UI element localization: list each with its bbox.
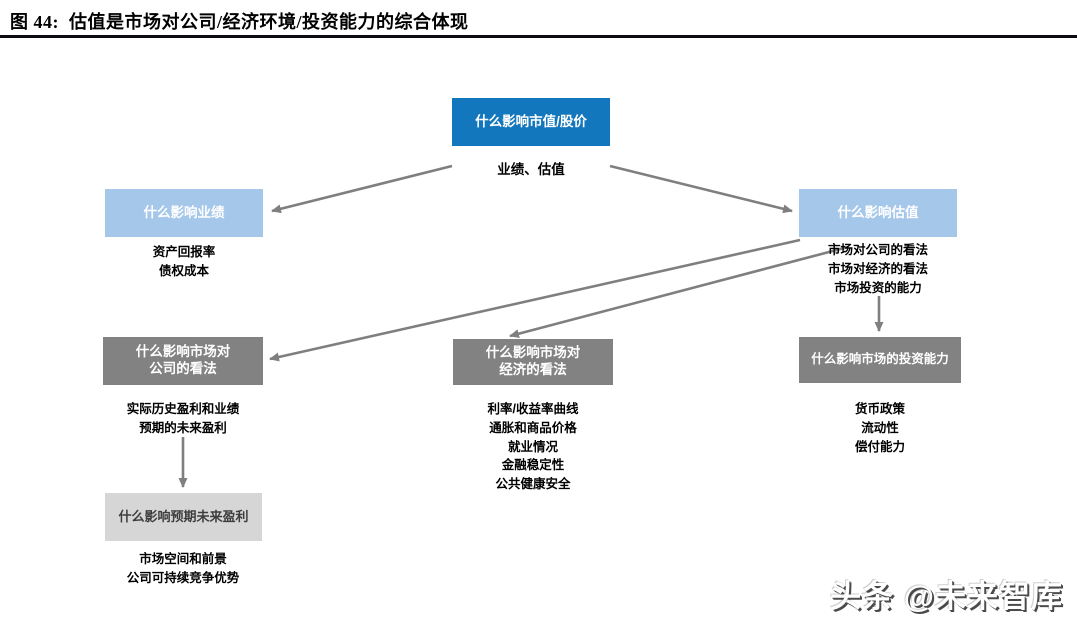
company-view-notes: 实际历史盈利和业绩 预期的未来盈利 bbox=[83, 400, 283, 438]
note-line: 利率/收益率曲线 bbox=[487, 402, 579, 416]
node-root-label: 什么影响市值/股价 bbox=[475, 113, 587, 129]
watermark-text: 头条 @未来智库 bbox=[830, 579, 1063, 614]
node-valuation-label: 什么影响估值 bbox=[837, 204, 919, 220]
note-line: 公司可持续竞争优势 bbox=[126, 570, 240, 585]
node-performance-label: 什么影响业绩 bbox=[143, 204, 225, 220]
node-economy-view: 什么影响市场对 经济的看法 bbox=[453, 339, 613, 385]
node-invest-ability-label: 什么影响市场的投资能力 bbox=[811, 352, 949, 367]
title-underline bbox=[0, 35, 1077, 38]
node-root: 什么影响市值/股价 bbox=[452, 98, 610, 146]
label-line-2: 经济的看法 bbox=[499, 362, 567, 377]
label-line-1: 什么影响市场对 bbox=[485, 345, 581, 361]
label-line-2: 公司的看法 bbox=[149, 361, 217, 376]
note-line: 实际历史盈利和业绩 bbox=[126, 402, 240, 416]
note-line: 金融稳定性 bbox=[501, 458, 565, 473]
arrow-root-to-valuation bbox=[609, 164, 793, 214]
label-line-1: 什么影响市场对 bbox=[135, 344, 231, 360]
node-future-profit: 什么影响预期未来盈利 bbox=[105, 493, 262, 541]
note-line: 公共健康安全 bbox=[495, 477, 571, 491]
performance-notes: 资产回报率 债权成本 bbox=[95, 243, 273, 281]
figure-number-label: 图 44: bbox=[10, 12, 59, 32]
node-company-view: 什么影响市场对 公司的看法 bbox=[103, 337, 263, 385]
node-valuation: 什么影响估值 bbox=[799, 189, 957, 237]
node-economy-view-label: 什么影响市场对 经济的看法 bbox=[486, 345, 581, 379]
figure-title-text: 估值是市场对公司/经济环境/投资能力的综合体现 bbox=[69, 12, 469, 32]
future-profit-notes: 市场空间和前景 公司可持续竞争优势 bbox=[83, 550, 283, 588]
arrow-root-to-performance bbox=[271, 164, 453, 214]
node-future-profit-label: 什么影响预期未来盈利 bbox=[118, 508, 249, 524]
figure-title: 图 44: 估值是市场对公司/经济环境/投资能力的综合体现 bbox=[10, 8, 1070, 34]
arrow-valuation-to-economy-view bbox=[509, 245, 849, 339]
note-line: 债权成本 bbox=[158, 263, 209, 278]
note-line: 偿付能力 bbox=[854, 439, 905, 454]
note-line: 市场对公司的看法 bbox=[827, 243, 928, 257]
invest-ability-notes: 货币政策 流动性 偿付能力 bbox=[810, 400, 950, 456]
root-note: 业绩、估值 bbox=[497, 162, 565, 177]
note-line: 流动性 bbox=[861, 420, 899, 435]
economy-view-notes: 利率/收益率曲线 通胀和商品价格 就业情况 金融稳定性 公共健康安全 bbox=[443, 400, 623, 494]
valuation-notes: 市场对公司的看法 市场对经济的看法 市场投资的能力 bbox=[790, 241, 966, 297]
note-line: 预期的未来盈利 bbox=[139, 420, 227, 435]
note-line: 市场投资的能力 bbox=[834, 280, 922, 295]
arrow-valuation-to-company-view bbox=[269, 238, 801, 362]
note-line: 通胀和商品价格 bbox=[489, 420, 577, 435]
note-line: 市场空间和前景 bbox=[139, 552, 227, 566]
note-line: 货币政策 bbox=[854, 402, 905, 416]
node-invest-ability: 什么影响市场的投资能力 bbox=[799, 337, 961, 383]
note-line: 市场对经济的看法 bbox=[827, 261, 928, 276]
node-company-view-label: 什么影响市场对 公司的看法 bbox=[136, 344, 231, 378]
node-performance: 什么影响业绩 bbox=[105, 189, 263, 237]
note-line: 就业情况 bbox=[507, 439, 558, 454]
note-line: 资产回报率 bbox=[152, 245, 216, 259]
